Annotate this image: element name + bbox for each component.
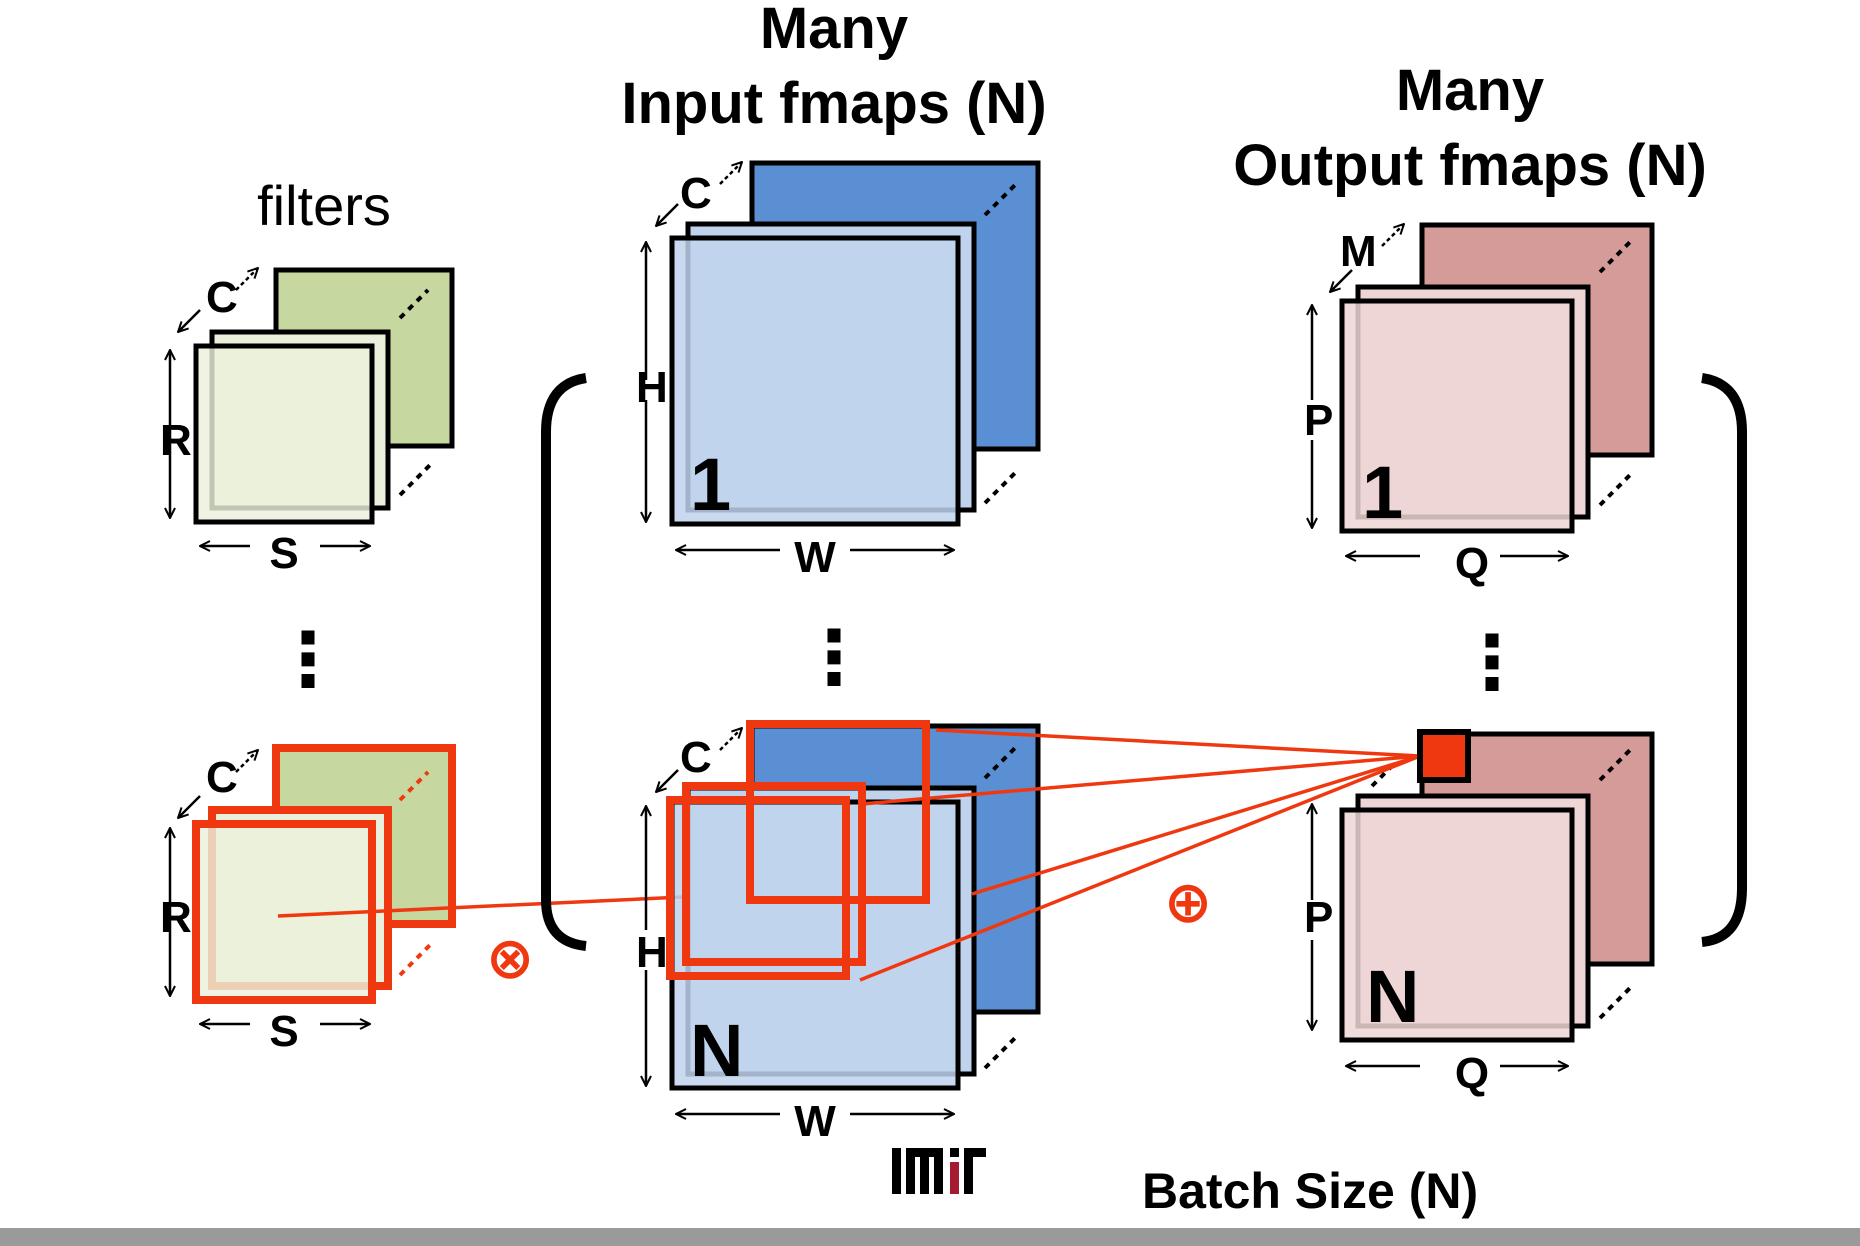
- input-index-last: N: [690, 1009, 743, 1092]
- label-H: H: [636, 928, 668, 977]
- label-S: S: [269, 529, 298, 578]
- filter-stack-top: C R S: [160, 268, 455, 578]
- channel-arrow: [656, 769, 679, 792]
- channel-arrow-dashed: [235, 750, 258, 773]
- label-H: H: [636, 363, 668, 412]
- input-fmap-stack-top: C H W 1: [636, 162, 1041, 582]
- label-C: C: [680, 169, 712, 218]
- label-W: W: [794, 533, 836, 582]
- label-Q: Q: [1455, 539, 1489, 588]
- filters-title: filters: [257, 174, 391, 237]
- receptive-field-back: [746, 720, 930, 904]
- input-title-line1: Many: [760, 0, 908, 61]
- output-index-first: 1: [1362, 451, 1403, 534]
- input-index-first: 1: [690, 443, 731, 526]
- filter-front-plane: [193, 343, 375, 525]
- input-front-plane: [669, 235, 961, 527]
- accumulate-operator: ⊕: [1164, 870, 1213, 935]
- input-title-line2: Input fmaps (N): [621, 71, 1046, 136]
- filter-stack-bottom: C R S: [160, 744, 456, 1056]
- channel-arrow: [656, 203, 679, 226]
- label-C: C: [206, 753, 238, 802]
- channel-arrow: [1330, 269, 1353, 292]
- label-R: R: [160, 416, 192, 465]
- channel-arrow-dashed: [235, 268, 258, 291]
- output-front-plane: [1339, 807, 1575, 1043]
- output-fmap-stack-top: M P Q 1: [1304, 224, 1655, 588]
- accumulation-lines: [859, 728, 1421, 982]
- depth-dots: [398, 463, 432, 497]
- ellipsis-outputs: ⋮: [1455, 621, 1529, 704]
- label-C: C: [680, 733, 712, 782]
- label-P: P: [1304, 396, 1333, 445]
- receptive-field-front: [666, 796, 850, 980]
- ellipsis-filters: ⋮: [271, 618, 345, 701]
- label-Q: Q: [1455, 1049, 1489, 1098]
- depth-dots: [983, 1036, 1017, 1070]
- ellipsis-inputs: ⋮: [797, 616, 871, 699]
- channel-arrow-dashed: [719, 728, 742, 751]
- depth-dots: [1598, 473, 1632, 507]
- channel-arrow: [178, 795, 201, 818]
- output-front-plane: [1339, 298, 1575, 534]
- footer-batch-size: Batch Size (N): [1142, 1163, 1478, 1219]
- channel-arrow-dashed: [719, 162, 742, 185]
- label-W: W: [794, 1097, 836, 1146]
- bottom-bar: [0, 1228, 1860, 1246]
- output-pixel: [1417, 729, 1471, 783]
- channel-arrow-dashed: [1381, 224, 1404, 247]
- depth-dots: [1370, 764, 1394, 788]
- receptive-field-mid: [682, 782, 866, 966]
- right-bracket: [1701, 373, 1747, 947]
- left-bracket: [541, 373, 587, 951]
- label-S: S: [269, 1007, 298, 1056]
- label-C: C: [206, 273, 238, 322]
- depth-dots: [398, 943, 432, 977]
- label-P: P: [1304, 893, 1333, 942]
- mit-logo-icon: [892, 1148, 986, 1194]
- output-title-line2: Output fmaps (N): [1233, 133, 1707, 198]
- label-R: R: [160, 893, 192, 942]
- output-fmap-stack-bottom: P Q N: [1304, 731, 1655, 1098]
- depth-dots: [983, 471, 1017, 505]
- input-fmap-stack-bottom: C H W N: [636, 720, 1041, 1146]
- output-title-line1: Many: [1396, 58, 1544, 123]
- label-M: M: [1340, 227, 1377, 276]
- channel-arrow: [178, 309, 201, 332]
- depth-dots: [1598, 986, 1632, 1020]
- multiply-operator: ⊗: [486, 926, 535, 991]
- output-index-last: N: [1366, 955, 1419, 1038]
